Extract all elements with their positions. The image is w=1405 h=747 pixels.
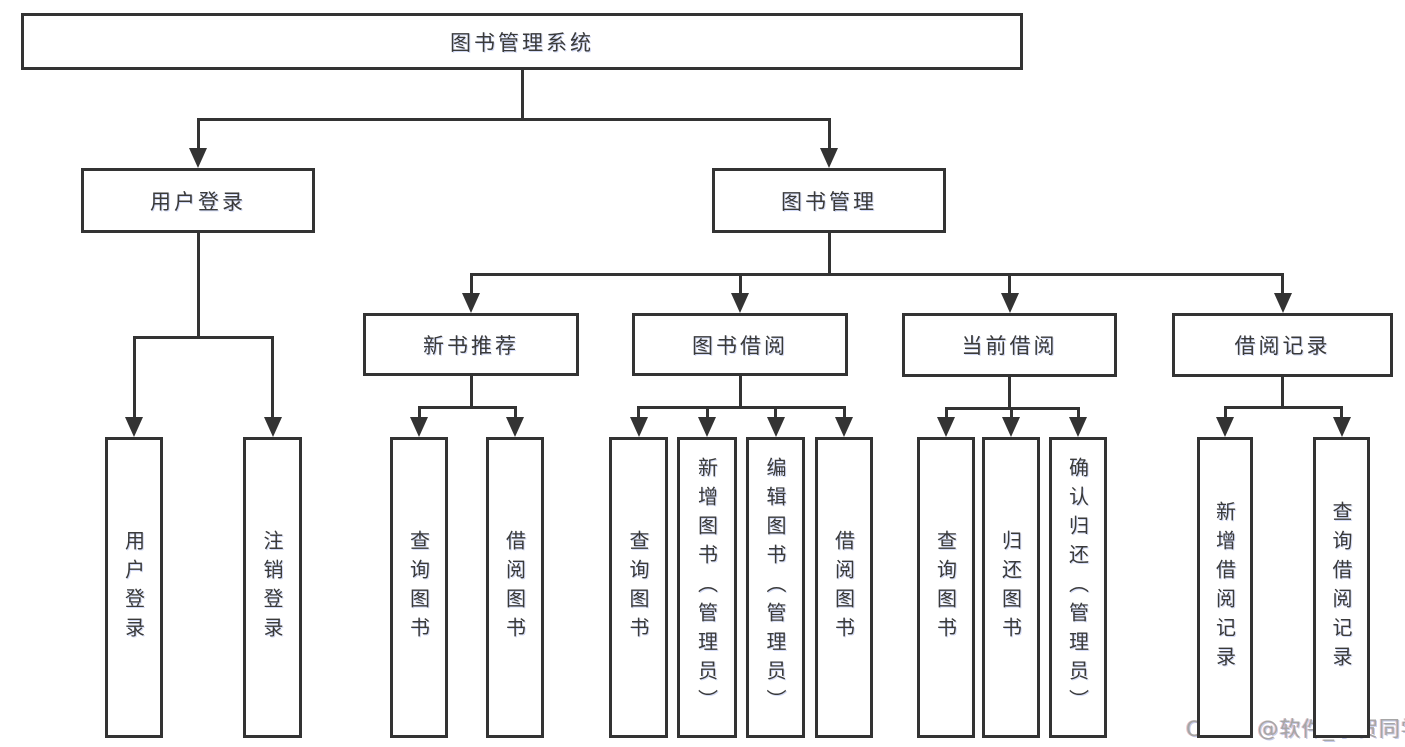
connector-rail-root	[196, 118, 831, 121]
connector-drop-current-query	[944, 407, 948, 421]
connector-drop-mgmt	[827, 118, 831, 152]
connector-drop-borrow-add	[705, 406, 709, 421]
node-label: 借阅图书	[502, 529, 527, 646]
node-label: 新增图书（管理员）	[694, 457, 719, 718]
connector-stem-records	[1281, 377, 1284, 409]
arrowhead-icon-current-confirm	[1069, 417, 1087, 437]
arrowhead-icon-borrow	[731, 293, 749, 313]
arrowhead-icon-borrow-borrow	[835, 417, 853, 437]
connector-drop-newbook-query	[417, 406, 421, 421]
connector-rail-borrow	[637, 406, 846, 409]
node-label: 用户登录	[121, 529, 146, 646]
node-mgmt: 图书管理	[712, 168, 946, 233]
node-label: 用户登录	[150, 189, 246, 214]
arrowhead-icon-current	[1000, 293, 1019, 313]
node-label: 查询图书	[406, 529, 431, 646]
node-current-confirm: 确认归还（管理员）	[1049, 437, 1107, 738]
connector-drop-newbook	[469, 273, 473, 297]
connector-drop-login-user	[132, 336, 136, 421]
arrowhead-icon-newbook-query	[410, 417, 428, 437]
node-label: 新增借阅记录	[1212, 500, 1237, 675]
connector-stem-mgmt	[827, 233, 831, 276]
arrowhead-icon-records-query	[1332, 417, 1351, 437]
node-label: 归还图书	[998, 529, 1023, 646]
arrowhead-icon-borrow-query	[629, 417, 648, 437]
node-label: 查询图书	[626, 529, 650, 646]
connector-drop-records-add	[1223, 406, 1227, 421]
node-newbook-borrow: 借阅图书	[486, 437, 544, 738]
connector-drop-borrow	[738, 273, 742, 297]
node-label: 当前借阅	[961, 334, 1058, 358]
arrowhead-icon-login	[189, 148, 207, 168]
connector-drop-borrow-query	[637, 406, 640, 421]
connector-stem-newbook	[469, 376, 473, 409]
node-label: 查询图书	[933, 529, 958, 646]
node-records-query: 查询借阅记录	[1313, 437, 1370, 738]
arrowhead-icon-login-user	[125, 417, 143, 437]
node-newbook-query: 查询图书	[390, 437, 448, 738]
arrowhead-icon-records-add	[1216, 417, 1234, 437]
node-current-return: 归还图书	[982, 437, 1040, 738]
connector-stem-current	[1008, 377, 1011, 410]
node-borrow: 图书借阅	[632, 313, 848, 376]
node-label: 查询借阅记录	[1329, 500, 1353, 675]
arrowhead-icon-mgmt	[820, 148, 838, 168]
arrowhead-icon-newbook	[462, 293, 480, 313]
node-borrow-borrow: 借阅图书	[815, 437, 873, 738]
node-label: 借阅图书	[831, 529, 856, 646]
node-label: 借阅记录	[1234, 334, 1331, 358]
connector-rail-mgmt	[469, 273, 1284, 276]
connector-drop-records-query	[1340, 406, 1343, 421]
node-newbook: 新书推荐	[363, 313, 579, 376]
node-label: 图书借阅	[692, 333, 788, 358]
node-borrow-edit: 编辑图书（管理员）	[746, 437, 805, 738]
arrowhead-icon-borrow-add	[698, 417, 716, 437]
arrowhead-icon-newbook-borrow	[506, 417, 524, 437]
node-root: 图书管理系统	[21, 13, 1023, 70]
node-label: 新书推荐	[423, 333, 519, 358]
node-login-logout: 注销登录	[243, 437, 302, 738]
connector-drop-login	[196, 118, 200, 152]
connector-drop-current-confirm	[1076, 407, 1080, 421]
arrowhead-icon-current-query	[937, 417, 955, 437]
node-login-user: 用户登录	[105, 437, 163, 738]
node-records: 借阅记录	[1172, 313, 1393, 377]
connector-drop-current-return	[1009, 407, 1013, 421]
node-borrow-query: 查询图书	[609, 437, 668, 738]
connector-drop-records	[1281, 273, 1284, 297]
node-label: 注销登录	[260, 529, 284, 646]
arrowhead-icon-current-return	[1002, 417, 1020, 437]
connector-rail-login	[132, 336, 274, 339]
node-login: 用户登录	[81, 168, 315, 233]
connector-drop-borrow-edit	[774, 406, 777, 421]
arrowhead-icon-borrow-edit	[766, 417, 785, 437]
connector-stem-login	[196, 233, 200, 339]
connector-drop-login-logout	[271, 336, 274, 421]
node-label: 确认归还（管理员）	[1065, 457, 1090, 718]
connector-stem-root	[520, 70, 524, 121]
node-borrow-add: 新增图书（管理员）	[677, 437, 737, 738]
node-label: 编辑图书（管理员）	[763, 457, 787, 718]
node-records-add: 新增借阅记录	[1197, 437, 1253, 738]
connector-rail-newbook	[417, 406, 517, 409]
connector-drop-current	[1008, 273, 1011, 297]
connector-rail-records	[1223, 406, 1343, 409]
arrowhead-icon-login-logout	[263, 417, 282, 437]
connector-stem-borrow	[738, 376, 742, 409]
arrowhead-icon-records	[1273, 293, 1292, 313]
connector-drop-newbook-borrow	[513, 406, 517, 421]
node-label: 图书管理系统	[450, 30, 594, 55]
connector-drop-borrow-borrow	[842, 406, 846, 421]
node-label: 图书管理	[781, 189, 877, 214]
node-current-query: 查询图书	[917, 437, 975, 738]
node-current: 当前借阅	[902, 313, 1117, 377]
